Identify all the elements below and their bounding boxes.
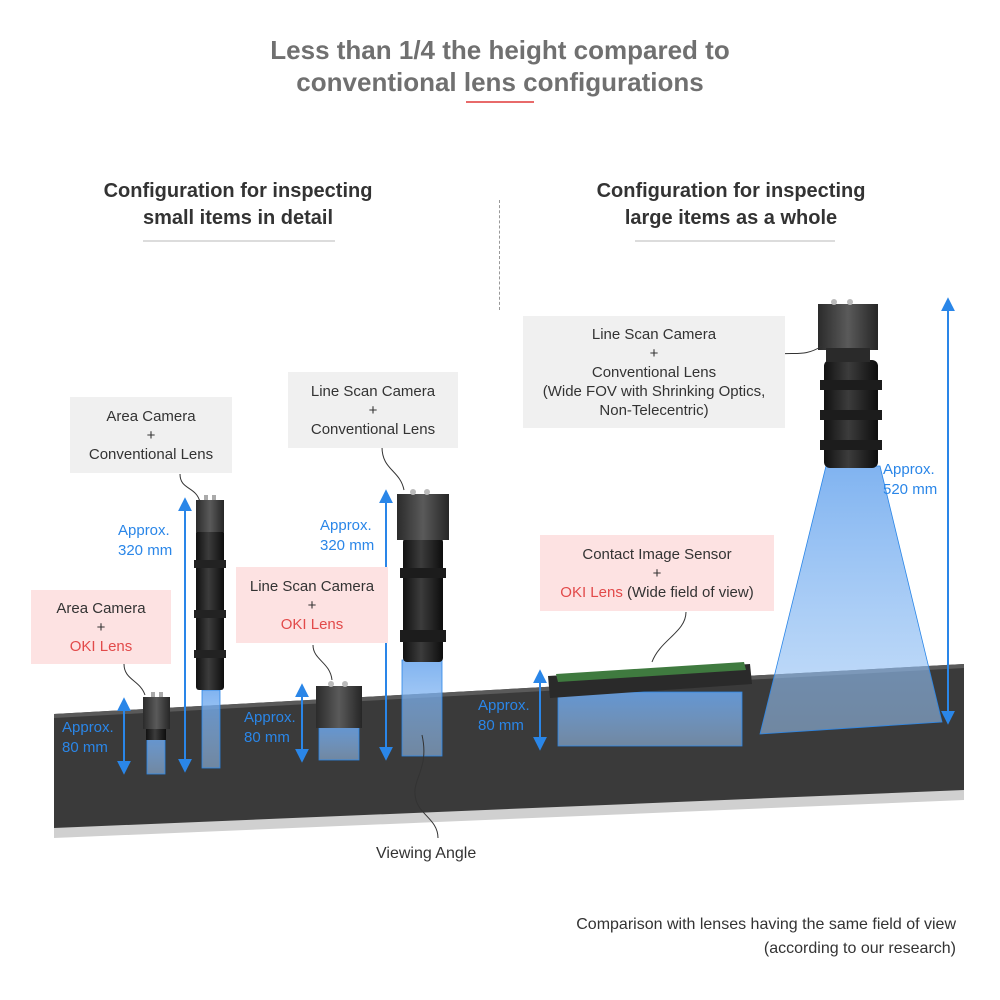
callout-text: + — [96, 618, 106, 636]
dimension-text: Approx. — [478, 697, 530, 714]
callout-area-camera-oki: Area Camera + OKI Lens — [31, 590, 171, 664]
footnote: Comparison with lenses having the same f… — [576, 913, 956, 961]
callout-text: Line Scan Camera — [591, 325, 717, 343]
callout-text: Conventional Lens — [591, 363, 717, 381]
main-title-line-2: conventional lens configurations — [296, 67, 704, 97]
left-section-title-line-2: small items in detail — [142, 207, 334, 229]
callout-line-scan-oki: Line Scan Camera + OKI Lens — [236, 567, 388, 643]
dimension-text: Approx. — [883, 461, 935, 478]
callout-text: + — [368, 401, 378, 419]
right-section-title-line-1: Configuration for inspecting — [596, 180, 866, 202]
dimension-text: Approx. — [244, 709, 296, 726]
dimension-text: 320 mm — [320, 537, 375, 554]
callout-text: Area Camera — [106, 407, 196, 425]
dimension-label-line-oki: Approx. 80 mm — [244, 708, 296, 748]
right-section-underline — [635, 240, 835, 242]
area-camera-oki — [143, 692, 170, 775]
dimension-text: 320 mm — [118, 542, 173, 559]
dimension-text: 80 mm — [478, 717, 524, 734]
viewing-angle-label: Viewing Angle — [376, 845, 477, 862]
callout-text: + — [307, 596, 317, 614]
dimension-text: Approx. — [320, 517, 372, 534]
callout-text: (Wide FOV with Shrinking Optics, — [542, 382, 766, 400]
dimension-label-area-conventional: Approx. 320 mm — [118, 521, 172, 561]
dimension-label-area-oki: Approx. 80 mm — [62, 718, 114, 758]
callout-text: Contact Image Sensor — [582, 545, 732, 563]
dimension-arrows — [117, 297, 955, 775]
main-title-line-1: Less than 1/4 the height compared to — [270, 35, 730, 65]
area-camera-conventional — [194, 495, 226, 769]
callout-text: + — [652, 564, 662, 582]
callout-wide-fov-conventional: Line Scan Camera + Conventional Lens (Wi… — [523, 316, 785, 428]
dimension-text: 80 mm — [244, 729, 290, 746]
dimension-label-wide: Approx. 520 mm — [883, 460, 937, 500]
dimension-text: Approx. — [62, 719, 114, 736]
wide-fov-camera — [759, 299, 943, 735]
dimension-label-cis: Approx. 80 mm — [478, 696, 530, 736]
dimension-label-line-conventional: Approx. 320 mm — [320, 516, 374, 556]
callout-area-camera-conventional: Area Camera + Conventional Lens — [70, 397, 232, 473]
main-title: Less than 1/4 the height compared to con… — [0, 34, 1000, 98]
callout-text: + — [649, 344, 659, 362]
section-divider — [499, 200, 500, 310]
dimension-text: Approx. — [118, 522, 170, 539]
contact-image-sensor — [548, 662, 752, 747]
footnote-line-2: (according to our research) — [763, 940, 956, 957]
line-scan-camera-oki — [316, 681, 362, 761]
callout-line-scan-conventional: Line Scan Camera + Conventional Lens — [288, 372, 458, 448]
callout-text: + — [146, 426, 156, 444]
callout-text: Conventional Lens — [88, 445, 214, 463]
callout-oki-lens-text: OKI Lens — [560, 583, 623, 601]
callout-contact-image-sensor: Contact Image Sensor + OKI Lens (Wide fi… — [540, 535, 774, 611]
left-section-underline — [143, 240, 335, 242]
callout-text: Area Camera — [56, 599, 146, 617]
callout-text: (Wide field of view) — [622, 583, 754, 601]
callout-text: Line Scan Camera — [310, 382, 436, 400]
callout-oki-lens-text: OKI Lens — [69, 637, 133, 655]
left-section-title: Configuration for inspecting small items… — [88, 178, 388, 232]
callout-oki-lens-text: OKI Lens — [280, 615, 344, 633]
left-section-title-line-1: Configuration for inspecting — [103, 180, 373, 202]
callout-cis-line-3: OKI Lens (Wide field of view) — [560, 583, 753, 602]
title-underline — [466, 101, 534, 103]
line-scan-camera-conventional — [397, 489, 449, 757]
right-section-title: Configuration for inspecting large items… — [580, 178, 882, 232]
dimension-text: 80 mm — [62, 739, 108, 756]
right-section-title-line-2: large items as a whole — [624, 207, 838, 229]
dimension-text: 520 mm — [883, 481, 938, 498]
callout-text: Line Scan Camera — [249, 577, 375, 595]
callout-text: Non-Telecentric) — [599, 401, 709, 419]
footnote-line-1: Comparison with lenses having the same f… — [576, 916, 956, 933]
callout-text: Conventional Lens — [310, 420, 436, 438]
